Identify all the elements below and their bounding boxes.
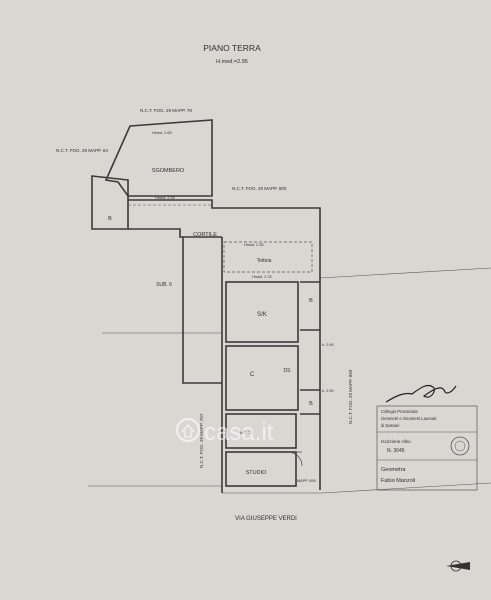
room-studio: STUDIO: [246, 470, 268, 476]
watermark: casa.it: [175, 417, 274, 446]
label-mapp-79: N.C.T. FOG. 29 MAPP. 79: [140, 108, 192, 113]
height-2: Hmed. 2.35: [244, 243, 264, 247]
height-3: Hmed. 2.35: [155, 196, 175, 200]
label-mapp-800: N.C.T. FOG. 29 MAPP. 800: [232, 186, 287, 191]
stamp-line-3: di Sassari: [381, 423, 399, 428]
label-mapp-859: N.C.T. FOG. 29 MAPP. 859: [348, 369, 353, 424]
height-4: Hmed. 2.75: [252, 275, 272, 279]
stamp-reg-label: Iscrizione Albo: [381, 439, 411, 444]
stamp-reg-number: N. 3045: [387, 448, 405, 454]
height-note: H.med.=2.95: [216, 59, 248, 65]
label-mapp-bottom: MAPP. 859: [297, 479, 316, 483]
room-sk: S/K: [257, 312, 267, 318]
room-b-left: B: [108, 216, 112, 222]
stamp-role: Geometra: [381, 467, 406, 473]
watermark-text: casa.it: [204, 419, 274, 446]
stamp-seal: [450, 436, 470, 456]
site-boundaries: [88, 267, 491, 494]
room-b-right: B: [309, 298, 313, 304]
professional-stamp: Collegio Provinciale Geometri e Geometri…: [376, 405, 478, 491]
signature: [385, 384, 457, 403]
room-b-lower: B: [309, 401, 313, 407]
stamp-name: Fabio Manzoli: [381, 478, 415, 484]
label-mapp-767: N.C.T. FOG. 29 MAPP. 767: [199, 413, 204, 468]
tettoia-outline: [223, 241, 313, 273]
watermark-icon: [175, 417, 201, 443]
height-1: Hmed. 2.65: [152, 131, 172, 135]
height-7: h. 3.00: [240, 431, 252, 435]
walls: [91, 119, 321, 493]
height-6: h. 2.90: [322, 389, 334, 393]
plan-title: PIANO TERRA: [203, 43, 261, 53]
stamp-line-1: Collegio Provinciale: [381, 409, 418, 414]
room-sub: SUB. 6: [156, 282, 172, 288]
label-mapp-84: N.C.T. FOG. 29 MAPP. 84: [56, 148, 108, 153]
room-c: C: [250, 372, 255, 378]
stamp-line-2: Geometri e Geometri Laureati: [381, 416, 436, 421]
street-name: VIA GIUSEPPE VERDI: [235, 516, 297, 522]
room-tettoia: Tettoia: [257, 258, 272, 264]
room-cortile: CORTILE: [193, 232, 217, 238]
north-arrow: [446, 560, 470, 572]
room-ds: DS: [284, 368, 292, 374]
room-sgombero: SGOMBERO: [152, 168, 185, 174]
height-5: h. 2.90: [322, 343, 334, 347]
